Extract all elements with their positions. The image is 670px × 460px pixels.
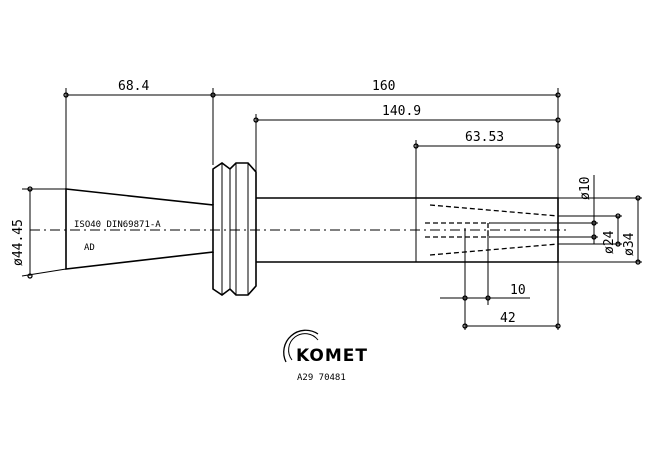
dim-flange-diameter: ø44.45 xyxy=(11,219,26,266)
logo-arc xyxy=(283,329,319,363)
right-dimensions: ø10 ø24 ø34 xyxy=(490,175,642,265)
logo-part-number: A29 70481 xyxy=(297,373,346,383)
dim-overall-length: 160 xyxy=(372,79,395,94)
taper-spec-label: ISO40 DIN69871-A xyxy=(74,220,161,230)
bottom-dimensions: 10 42 xyxy=(440,228,561,330)
left-dimension: ø44.45 xyxy=(11,186,67,279)
dim-length-42: 42 xyxy=(500,311,516,326)
dim-d24: ø24 xyxy=(602,230,617,254)
tool-body xyxy=(30,162,568,296)
hidden-bore xyxy=(425,204,559,256)
top-dimensions: 68.4 160 140.9 63.53 xyxy=(63,79,561,198)
taper-code-label: AD xyxy=(84,243,95,253)
dim-d34: ø34 xyxy=(622,232,637,256)
dim-shank-length: 140.9 xyxy=(382,104,421,119)
komet-logo: KOMET A29 70481 xyxy=(283,329,368,383)
dim-bore-depth: 63.53 xyxy=(465,130,504,145)
flange xyxy=(212,162,257,296)
dim-gauge-length: 68.4 xyxy=(118,79,149,94)
dim-d10: ø10 xyxy=(578,177,593,200)
logo-brand: KOMET xyxy=(296,346,368,366)
dim-length-10: 10 xyxy=(510,283,526,298)
